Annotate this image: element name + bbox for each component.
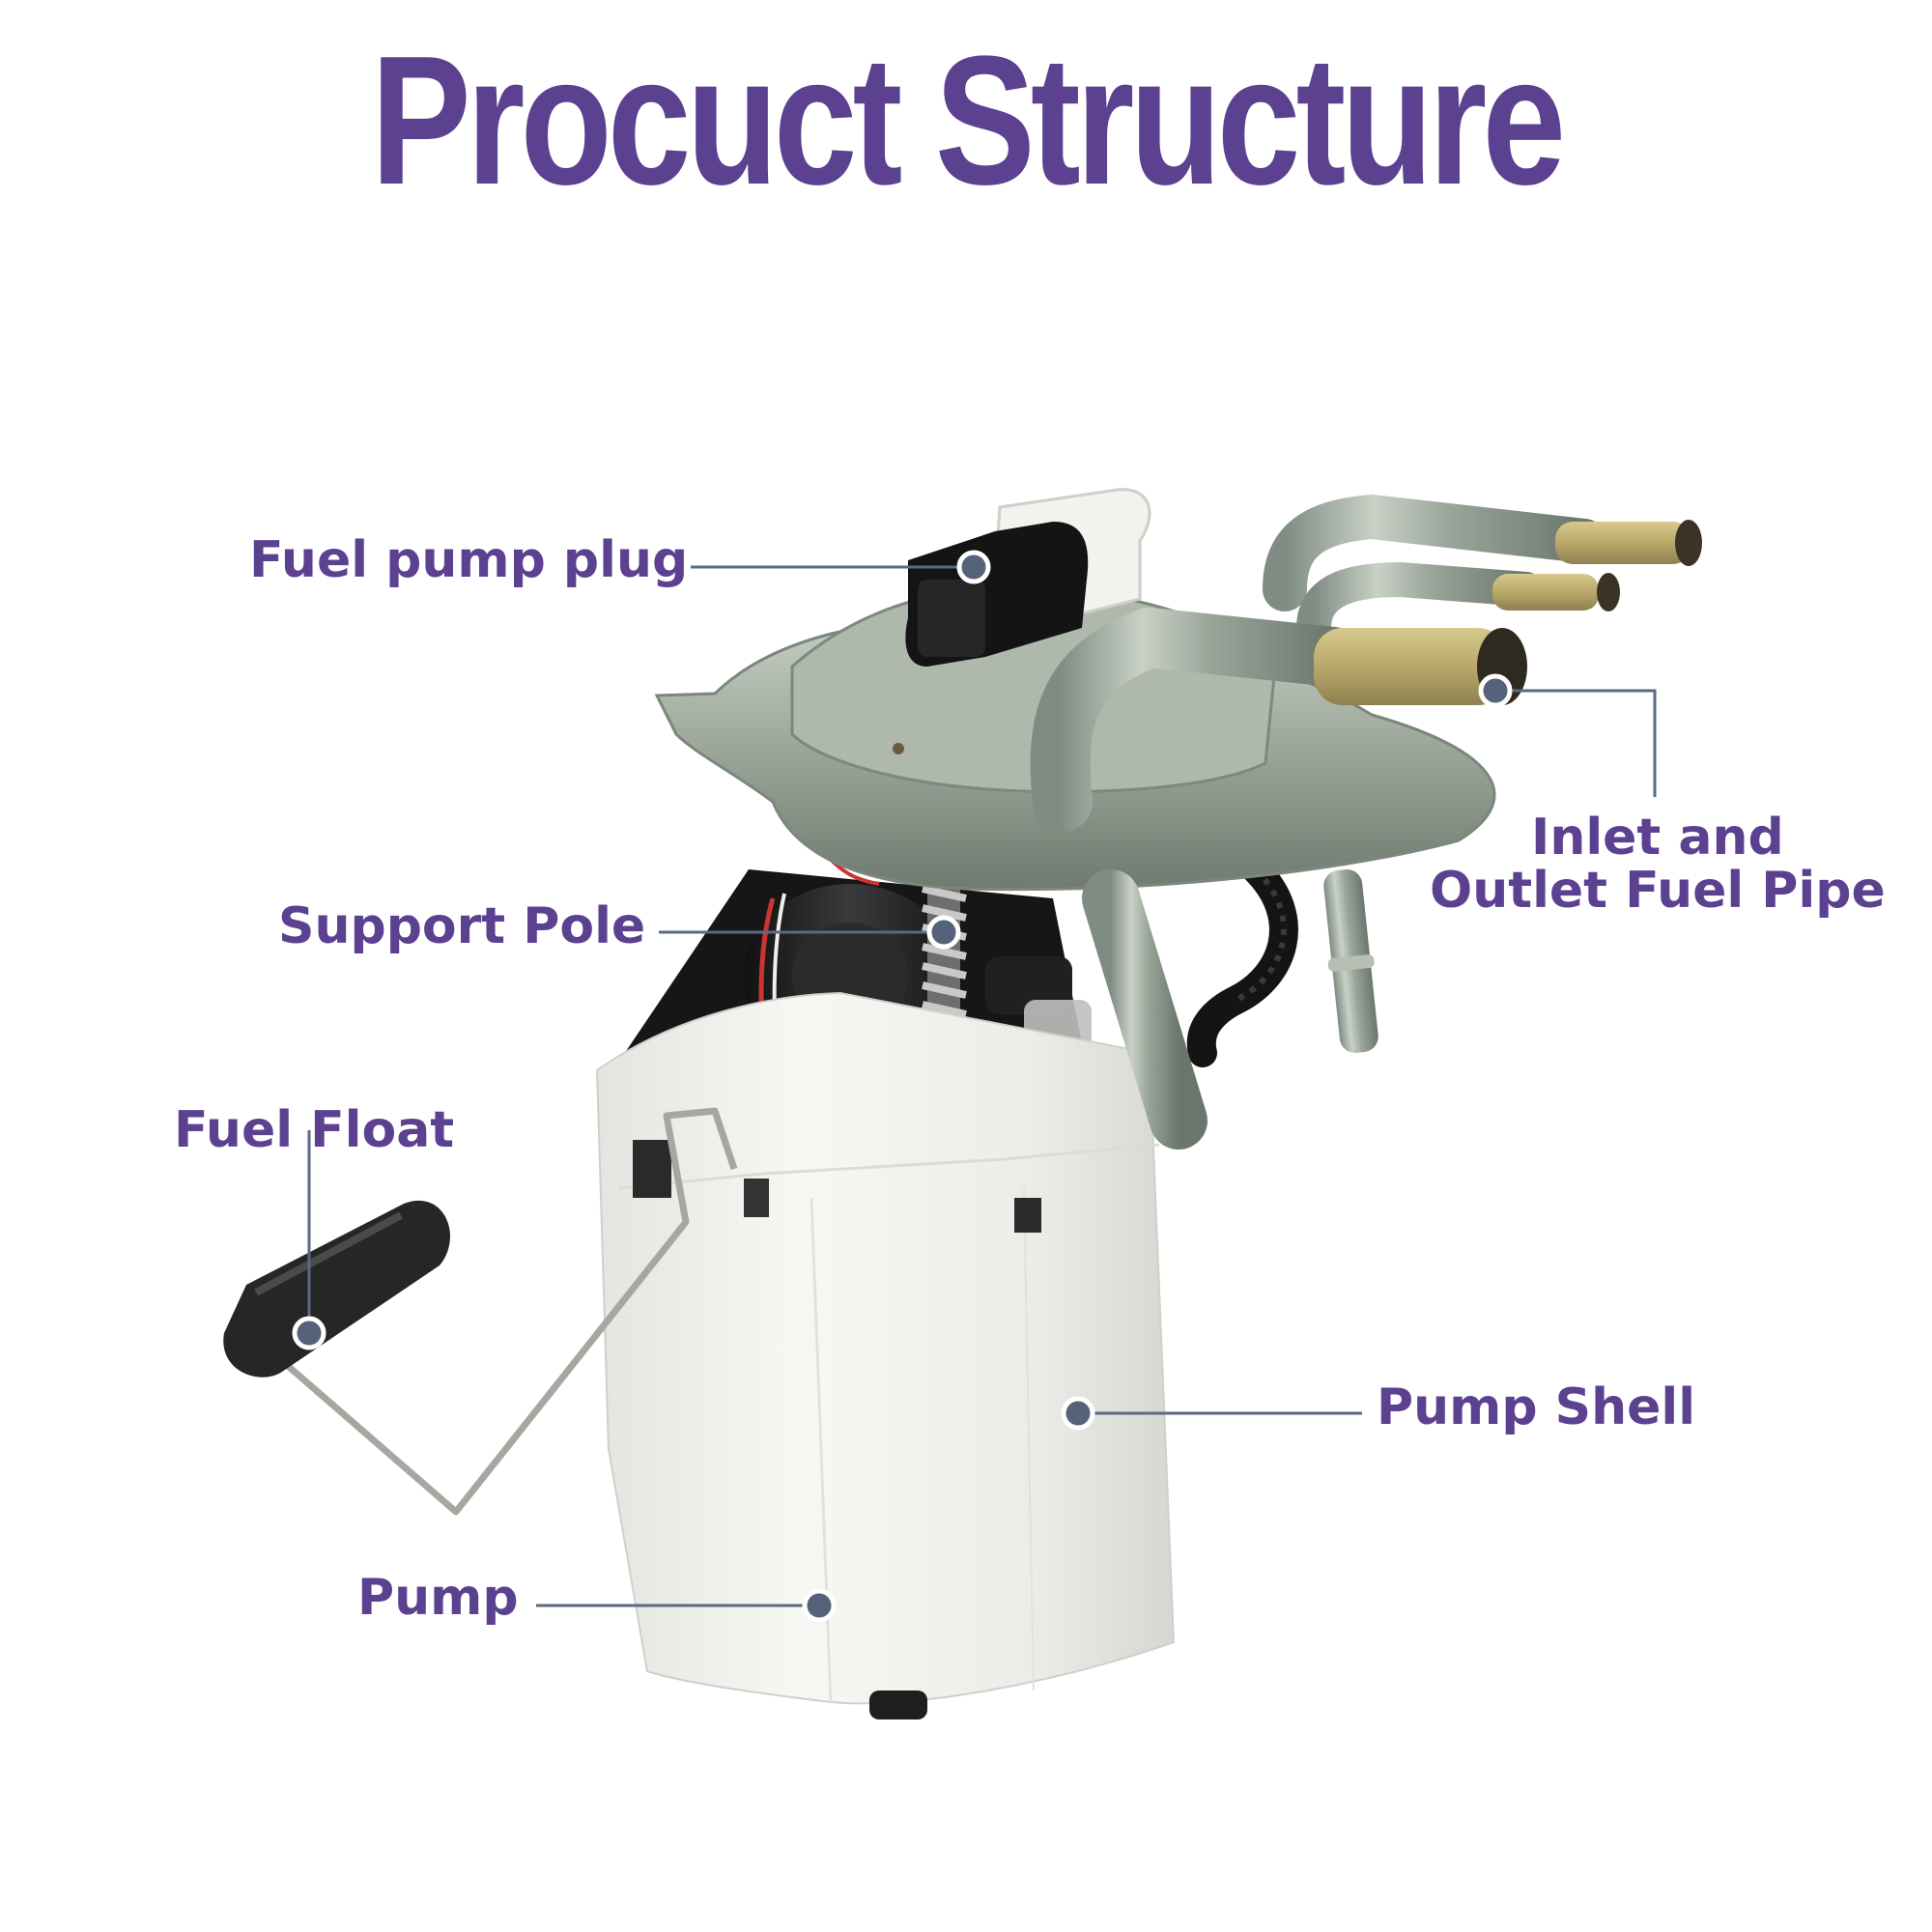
return-tube	[1323, 868, 1378, 1053]
label-line-2: Outlet Fuel Pipe	[1430, 861, 1886, 920]
pump-shell-body	[595, 991, 1176, 1719]
label-inlet-outlet-pipe: Inlet and Outlet Fuel Pipe	[1430, 811, 1886, 917]
fuel-float-arm	[256, 1107, 738, 1516]
leader-line	[1502, 689, 1657, 797]
label-fuel-float: Fuel Float	[174, 1101, 455, 1159]
braided-hose	[1186, 855, 1298, 1067]
marker-dot	[1478, 673, 1513, 708]
callout-pump	[536, 1588, 837, 1623]
electrical-plug	[905, 522, 1089, 667]
callout-fuel-float	[292, 1130, 327, 1350]
marker-dot	[802, 1588, 837, 1623]
label-support-pole: Support Pole	[278, 897, 646, 955]
callout-inlet-outlet-pipe	[1478, 673, 1657, 797]
marker-dot	[292, 1316, 327, 1350]
page-title: Procuct Structure	[370, 18, 1566, 223]
label-line-1: Inlet and	[1530, 809, 1784, 867]
product-illustration	[223, 488, 1702, 1719]
label-pump: Pump	[357, 1569, 519, 1627]
marker-dot	[926, 915, 961, 950]
marker-dot	[956, 550, 991, 584]
callout-support-pole	[659, 915, 961, 950]
callout-pump-shell	[1061, 1396, 1362, 1431]
fuel-float-body	[223, 1200, 450, 1378]
label-fuel-pump-plug: Fuel pump plug	[249, 531, 689, 589]
callout-fuel-pump-plug	[691, 550, 991, 584]
label-pump-shell: Pump Shell	[1377, 1378, 1696, 1436]
marker-dot	[1061, 1396, 1095, 1431]
